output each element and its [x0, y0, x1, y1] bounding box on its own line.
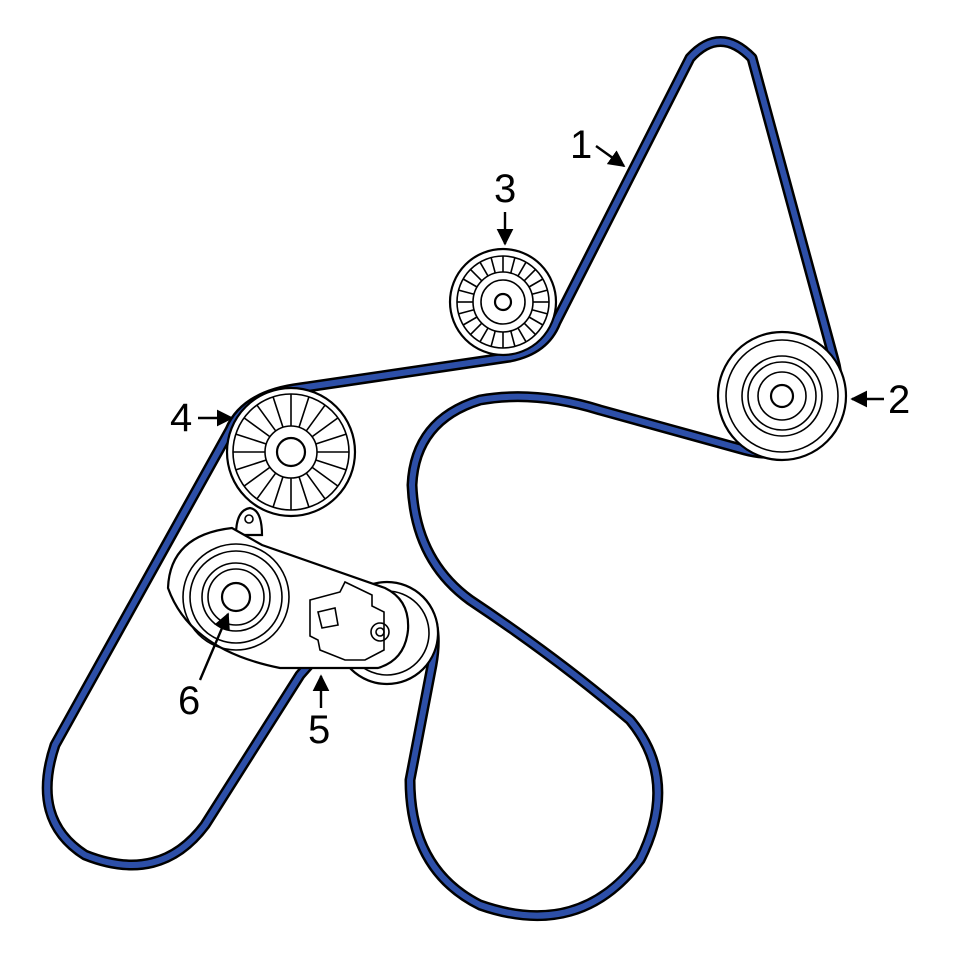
pulley-rib: [305, 404, 326, 432]
pulley-rib: [272, 476, 284, 508]
pulley-rib: [517, 327, 527, 343]
pulley-rib: [256, 404, 277, 432]
pulley-rib: [531, 289, 548, 296]
callout-6-label: 6: [178, 679, 200, 723]
pulley-rib: [479, 327, 489, 343]
pulley-rib: [469, 322, 483, 336]
idler-upper: [448, 247, 558, 357]
pulley-rib: [523, 268, 537, 282]
callout-2-label: 2: [888, 378, 910, 422]
pulley-rib: [243, 417, 271, 438]
serpentine-belt: [41, 36, 843, 922]
pulley-rib: [509, 257, 516, 274]
pulley-rib: [479, 261, 489, 277]
pulley-rib: [256, 472, 277, 500]
pulley-rib: [298, 476, 310, 508]
pulley-rib: [523, 322, 537, 336]
pulley-rib: [305, 472, 326, 500]
pulley-rib: [462, 278, 478, 288]
pulley-rib: [490, 257, 497, 274]
idler-left: [225, 386, 357, 518]
pulley-rib: [311, 417, 339, 438]
pulley-rib: [243, 466, 271, 487]
callout-5: 5: [308, 674, 330, 752]
callout-4: 4: [170, 396, 234, 440]
pulley-rib: [528, 316, 544, 326]
pulley-rib: [462, 316, 478, 326]
callout-4-label: 4: [170, 396, 192, 440]
pulley-rib: [509, 330, 516, 347]
pulley-rib: [272, 396, 284, 428]
callout-6: 6: [178, 612, 230, 723]
pulley-rib: [528, 278, 544, 288]
pulley-right: [716, 330, 848, 462]
pulley-rib: [315, 459, 347, 471]
pulley-rib: [517, 261, 527, 277]
callout-3-label: 3: [494, 167, 516, 211]
callout-2: 2: [850, 378, 910, 422]
tensioner: [166, 506, 440, 686]
pulley-rib: [315, 433, 347, 445]
pulley-rib: [458, 308, 475, 315]
callout-5-label: 5: [308, 708, 330, 752]
pulley-rib: [311, 466, 339, 487]
pulley-rib: [235, 459, 267, 471]
pulley-rib: [490, 330, 497, 347]
callout-3: 3: [494, 167, 516, 246]
callout-1: 1: [570, 123, 626, 167]
callout-1-label: 1: [570, 123, 592, 167]
pulley-rib: [531, 308, 548, 315]
pulley-rib: [235, 433, 267, 445]
pulley-rib: [298, 396, 310, 428]
pulley-rib: [469, 268, 483, 282]
pulley-rib: [458, 289, 475, 296]
